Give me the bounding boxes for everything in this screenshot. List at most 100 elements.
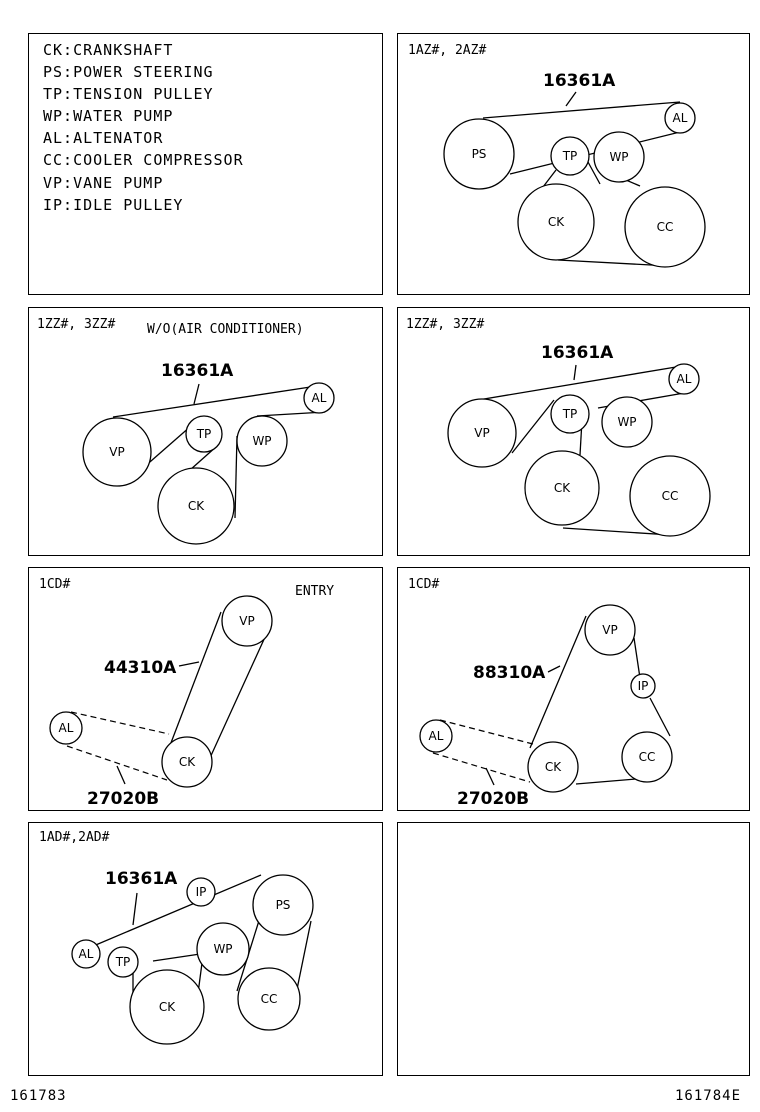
pulley-vp	[447, 398, 517, 468]
pulley-cc	[237, 967, 301, 1031]
pulley-vp	[221, 595, 273, 647]
belt-segment	[529, 615, 587, 749]
legend-item-ip: IP:IDLE PULLEY	[43, 196, 184, 214]
belt-segment-dashed	[432, 752, 531, 783]
pulley-tp	[550, 136, 590, 176]
pulley-label: WP	[617, 415, 636, 429]
belt-segment	[477, 365, 683, 401]
pulley-ck	[517, 183, 595, 261]
pulley-cc	[629, 455, 711, 537]
leader-line	[547, 665, 561, 673]
pulley-ip	[630, 673, 656, 699]
pulley-label: CK	[179, 755, 196, 769]
leader-line	[573, 364, 577, 381]
panel-header: 1AD#,2AD#	[39, 830, 110, 845]
pulley-label: PS	[472, 147, 487, 161]
pulley-ck	[129, 969, 205, 1045]
pulley-ck	[524, 450, 600, 526]
belt-segment-dashed	[439, 719, 534, 745]
pulley-cc	[621, 731, 673, 783]
legend-item-ps: PS:POWER STEERING	[43, 63, 214, 81]
pulley-label: IP	[196, 885, 207, 899]
pulley-vp	[584, 604, 636, 656]
pulley-label: CC	[261, 992, 278, 1006]
panel-header: 1ZZ#, 3ZZ#	[37, 317, 115, 332]
pulley-label: CC	[662, 489, 679, 503]
pulley-ps	[252, 874, 314, 936]
pulley-label: CC	[657, 220, 674, 234]
panel-header: 1CD#	[39, 577, 70, 592]
pulley-label: WP	[609, 150, 628, 164]
pulley-tp	[550, 394, 590, 434]
belt-segment	[208, 623, 272, 761]
pulley-label: TP	[562, 149, 578, 163]
belt-segment-dashed	[66, 745, 168, 781]
legend-item-cc: CC:COOLER COMPRESSOR	[43, 151, 244, 169]
belt-segment	[482, 101, 681, 119]
pulley-label: AL	[59, 721, 74, 735]
pulley-wp	[236, 415, 288, 467]
belt-segment	[90, 874, 262, 948]
belt-diagram-1ad-2ad-svg: 1AD#,2AD# 16361A AL TP IP PS WP CK CC	[39, 830, 314, 1045]
leader-line	[193, 383, 200, 405]
pulley-label: CC	[639, 750, 656, 764]
part-number-label-dashed: 27020B	[87, 789, 159, 809]
pulley-label: AL	[79, 947, 94, 961]
pulley-label: AL	[673, 111, 688, 125]
pulley-al	[419, 719, 453, 753]
empty-panel	[397, 822, 750, 1076]
part-number-label-solid: 44310A	[104, 658, 177, 678]
belt-diagram-1zz-3zz-no-ac: 1ZZ#, 3ZZ# W/O(AIR CONDITIONER) 16361A V…	[28, 307, 383, 556]
panel-header: 1CD#	[408, 577, 439, 592]
belt-segment	[112, 385, 318, 418]
pulley-wp	[601, 396, 653, 448]
legend-item-al: AL:ALTENATOR	[43, 129, 164, 147]
belt-segment	[168, 611, 222, 749]
legend-item-tp: TP:TENSION PULLEY	[43, 85, 214, 103]
belt-segment	[234, 435, 238, 519]
pulley-tp	[185, 415, 223, 453]
legend-item-wp: WP:WATER PUMP	[43, 107, 174, 125]
pulley-label: TP	[115, 955, 131, 969]
belt-diagram-1cd-entry-svg: 1CD# ENTRY 44310A 27020B VP AL CK	[39, 577, 334, 809]
legend-panel: CK:CRANKSHAFT PS:POWER STEERING TP:TENSI…	[28, 33, 383, 295]
pulley-tp	[107, 946, 139, 978]
pulley-ck	[161, 736, 213, 788]
pulley-ps	[443, 118, 515, 190]
belt-segment	[587, 161, 601, 185]
pulley-label: CK	[548, 215, 565, 229]
pulley-label: CK	[159, 1000, 176, 1014]
belt-diagram-1cd-svg: 1CD# 88310A 27020B VP IP AL CK CC	[408, 577, 673, 809]
panel-subheader: W/O(AIR CONDITIONER)	[147, 322, 304, 337]
pulley-label: AL	[312, 391, 327, 405]
leader-line	[565, 91, 577, 107]
figure-number-right: 161784E	[675, 1088, 742, 1104]
part-number-label: 16361A	[105, 869, 178, 889]
belt-diagram-1az-2az-svg: 1AZ#, 2AZ# 16361A PS AL TP WP CK CC	[408, 43, 706, 268]
pulley-label: AL	[429, 729, 444, 743]
belt-segment	[649, 697, 671, 737]
part-number-label: 16361A	[161, 361, 234, 381]
pulley-ck	[527, 741, 579, 793]
pulley-label: VP	[602, 623, 617, 637]
pulley-vp	[82, 417, 152, 487]
leader-line	[178, 661, 200, 667]
part-number-label: 16361A	[541, 343, 614, 363]
belt-diagram-1zz-3zz-svg: 1ZZ#, 3ZZ# 16361A VP AL TP WP CK CC	[406, 317, 711, 537]
belt-diagram-1zz-3zz-no-ac-svg: 1ZZ#, 3ZZ# W/O(AIR CONDITIONER) 16361A V…	[37, 317, 335, 545]
pulley-cc	[624, 186, 706, 268]
pulley-label: TP	[196, 427, 212, 441]
panel-header: 1ZZ#, 3ZZ#	[406, 317, 484, 332]
belt-segment-dashed	[70, 711, 170, 735]
pulley-label: AL	[677, 372, 692, 386]
belt-segment	[511, 399, 555, 454]
leader-line	[116, 765, 126, 785]
leader-line	[132, 892, 138, 926]
pulley-label: VP	[109, 445, 124, 459]
pulley-label: CK	[554, 481, 571, 495]
part-number-label-dashed: 27020B	[457, 789, 529, 809]
panel-subheader: ENTRY	[295, 584, 334, 599]
belt-diagram-1zz-3zz: 1ZZ#, 3ZZ# 16361A VP AL TP WP CK CC	[397, 307, 750, 556]
pulley-al	[668, 363, 700, 395]
pulley-label: WP	[213, 942, 232, 956]
